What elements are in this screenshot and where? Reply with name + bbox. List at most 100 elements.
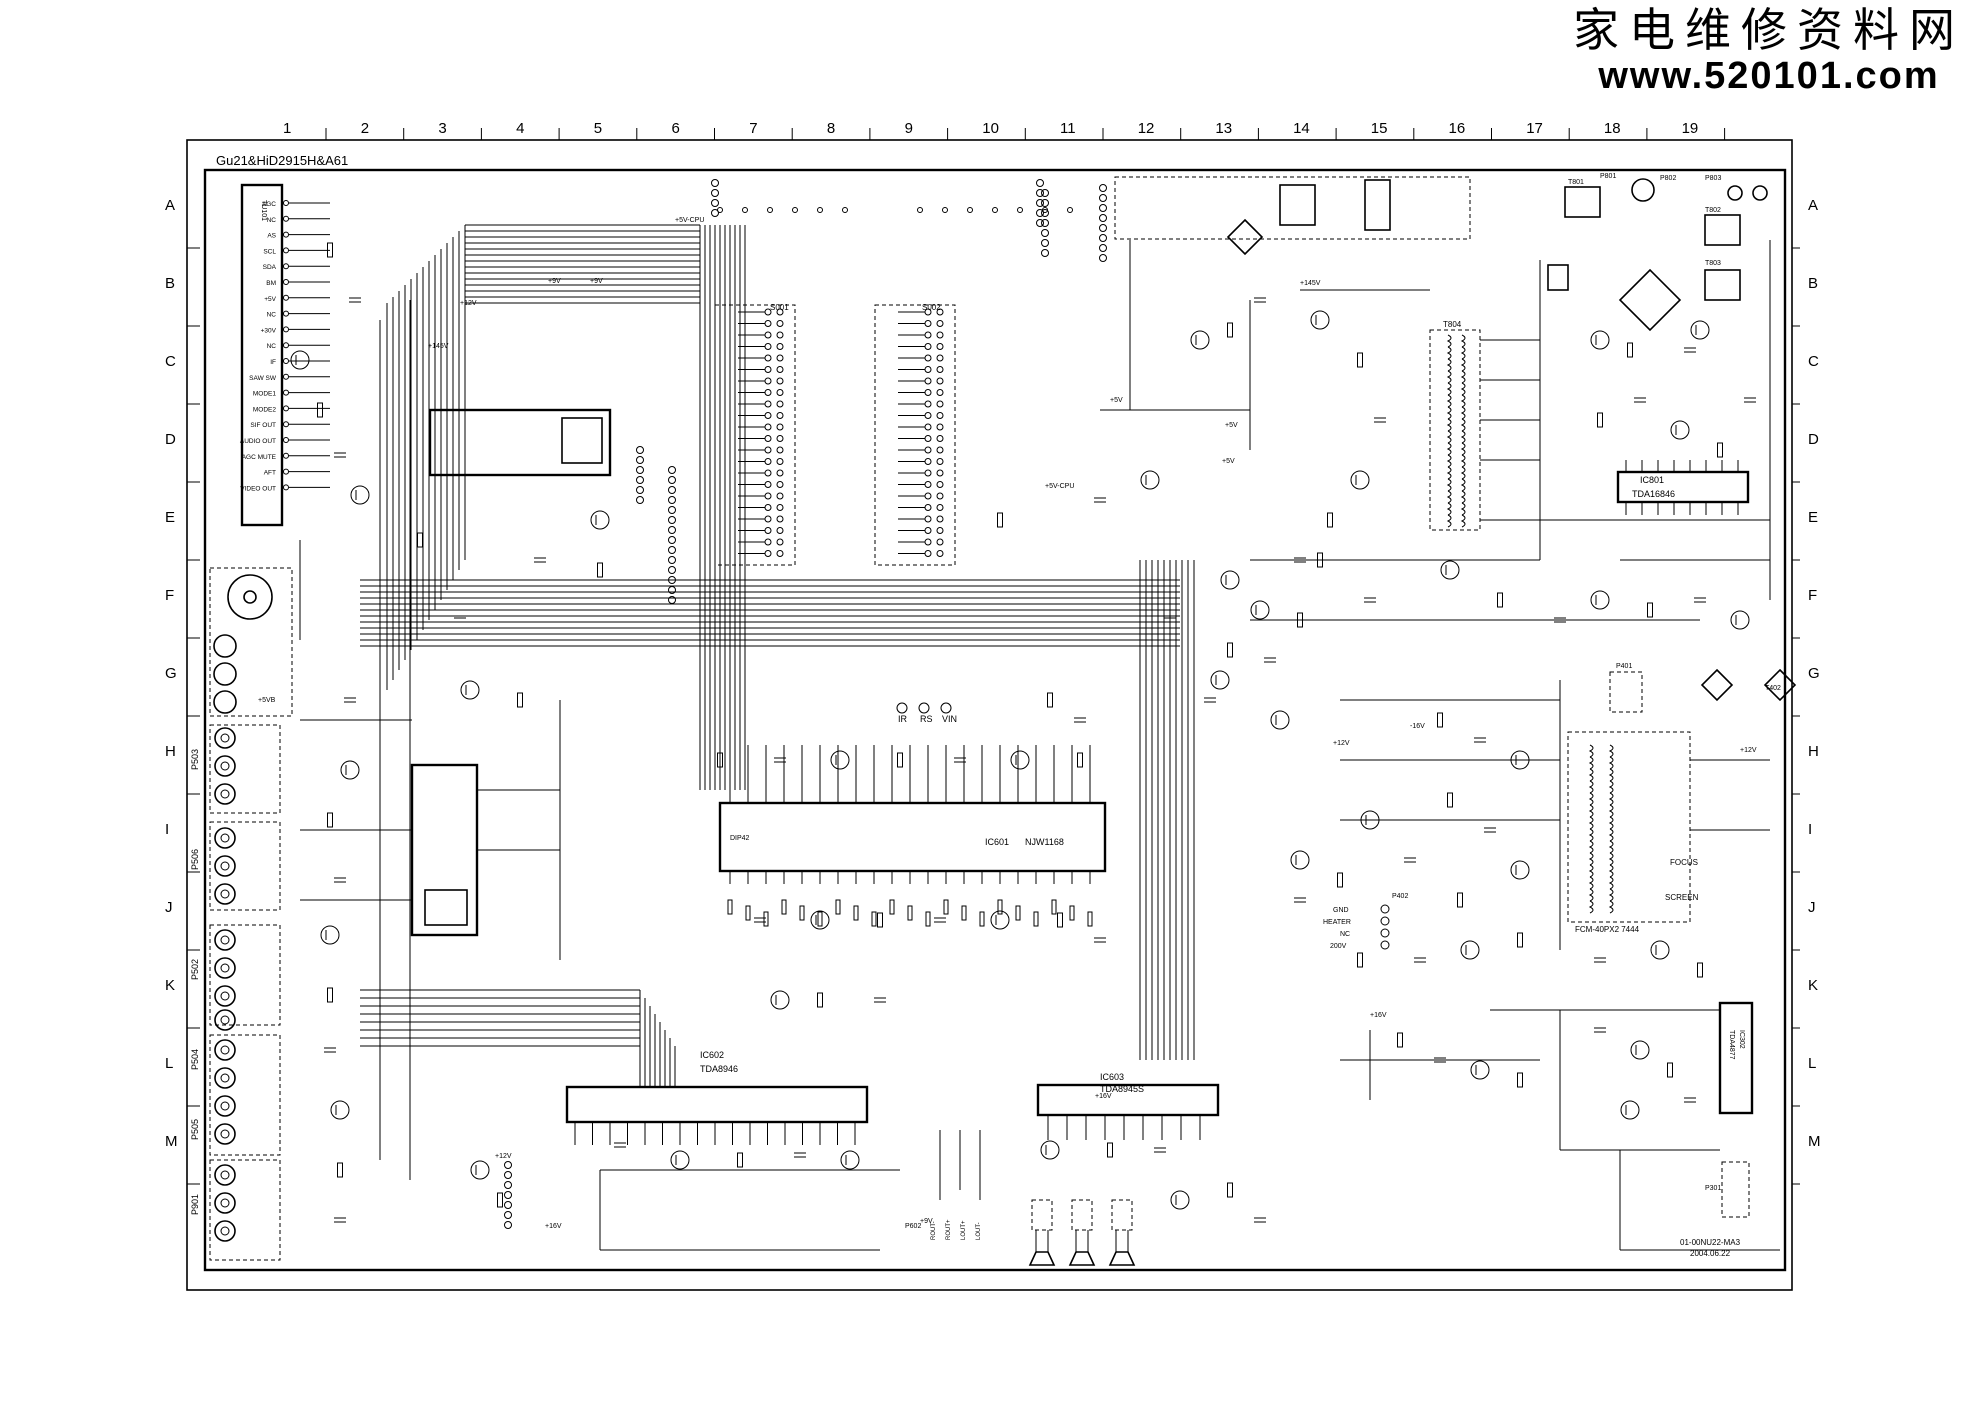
- label-p503: P503: [190, 749, 200, 770]
- resistor: [1497, 592, 1503, 608]
- header-pin: [1099, 204, 1107, 212]
- coil-winding: [1446, 514, 1452, 528]
- grid-col-18: 18: [1604, 120, 1621, 137]
- grid-col-15: 15: [1371, 120, 1388, 137]
- discrete-components: [290, 242, 1756, 1223]
- connector-pin: [924, 331, 932, 339]
- header-pin: [504, 1161, 512, 1169]
- connector-pin: [776, 366, 784, 373]
- resistor: [763, 911, 769, 927]
- label-p802: P802: [1660, 175, 1676, 182]
- ic302-vertical-deflection: IC302 TDA4877 P301: [1705, 1001, 1754, 1218]
- resistor: [897, 752, 903, 768]
- rail-9v-a: +9V: [548, 278, 561, 285]
- transistor: [670, 1150, 690, 1170]
- signal-heater: HEATER: [1323, 919, 1351, 926]
- resistor: [871, 911, 877, 927]
- grid-row-right-M: M: [1808, 1133, 1821, 1150]
- rca-jack-core: [220, 833, 230, 843]
- coil-winding: [1588, 852, 1594, 866]
- coil-winding: [1460, 358, 1466, 372]
- grid-row-right-G: G: [1808, 665, 1820, 682]
- connector-pin: [936, 527, 944, 534]
- connector-pin: [936, 389, 944, 396]
- spk-out-0: ROUT-: [931, 1221, 937, 1240]
- watermark: 家电维修资料网 www.520101.com: [1573, 4, 1965, 96]
- grid-row-right-I: I: [1808, 821, 1812, 838]
- grid-row-C: C: [165, 353, 176, 370]
- coil-winding: [1446, 406, 1452, 420]
- tuner-pin: [283, 468, 289, 475]
- header-pin: [1036, 199, 1044, 207]
- connector-pin: [776, 354, 784, 362]
- connector-pin: [924, 446, 932, 454]
- connector-pin: [924, 343, 932, 350]
- header-pin: [1099, 244, 1107, 252]
- coil-winding: [1608, 816, 1614, 830]
- transistor: [1590, 590, 1610, 610]
- resistor: [817, 992, 823, 1008]
- coil-winding: [1460, 418, 1466, 432]
- key-pin: [917, 207, 923, 213]
- coil-winding: [1608, 804, 1614, 818]
- connector-pin: [776, 515, 784, 523]
- rca-jack: [214, 1039, 236, 1061]
- rca-jack: [214, 1220, 236, 1242]
- connector-pin: [936, 504, 944, 511]
- speaker-box: [1031, 1199, 1053, 1231]
- rca-jack-core: [220, 935, 230, 945]
- coil-winding: [1460, 382, 1466, 396]
- resistor: [877, 912, 883, 928]
- transistor: [1670, 420, 1690, 440]
- connector-pin: [764, 481, 772, 488]
- transistor: [1250, 600, 1270, 620]
- coil-winding: [1446, 394, 1452, 408]
- connector-pin: [924, 550, 932, 557]
- header-pin: [504, 1181, 512, 1189]
- transistor: [1650, 940, 1670, 960]
- header-pin: [636, 446, 644, 454]
- resistor: [1087, 911, 1093, 927]
- key-pin: [992, 207, 998, 213]
- resistor: [1069, 905, 1075, 921]
- tuner-pin-label: AFT: [264, 470, 276, 477]
- header-pin: [1041, 199, 1049, 207]
- coil-winding: [1608, 780, 1614, 794]
- signal-rs: RS: [920, 714, 933, 724]
- transistor: [830, 750, 850, 770]
- rail-9v-c: +9V: [920, 1218, 933, 1225]
- connector-s002: S002: [874, 303, 956, 566]
- rca-jacks: [214, 727, 236, 1242]
- grid-col-3: 3: [438, 120, 446, 137]
- header-pin: [668, 466, 676, 474]
- transistor: [1470, 1060, 1490, 1080]
- tuner-pin: [283, 231, 289, 238]
- transistor: [1210, 670, 1230, 690]
- rail-9v-b: +9V: [590, 278, 603, 285]
- rca-jack-core: [220, 789, 230, 799]
- coil-winding: [1460, 394, 1466, 408]
- connector-pin: [936, 354, 944, 362]
- connector-pin: [936, 377, 944, 385]
- coil-winding: [1608, 840, 1614, 854]
- resistor: [907, 905, 913, 921]
- resistor: [943, 899, 949, 915]
- transistor: [330, 1100, 350, 1120]
- connector-pin: [764, 343, 772, 350]
- resistor: [889, 899, 895, 915]
- av-input-panel: P503 P506 P502 P504 P505 P901: [190, 567, 293, 1261]
- spk-out-1: ROUT+: [946, 1219, 952, 1240]
- rca-jack: [214, 1164, 236, 1186]
- tuner-pin: [283, 247, 289, 254]
- resistor: [327, 242, 333, 258]
- connector-pin: [776, 458, 784, 465]
- connector-pin: [936, 331, 944, 339]
- resistor: [997, 899, 1003, 915]
- tuner-pin-label: SAW SW: [249, 375, 277, 382]
- transistor: [1510, 750, 1530, 770]
- rca-jack: [214, 727, 236, 749]
- resistor: [817, 911, 823, 927]
- header-pin: [1041, 189, 1049, 197]
- coil-winding: [1608, 864, 1614, 878]
- rca-jack-core: [220, 1073, 230, 1083]
